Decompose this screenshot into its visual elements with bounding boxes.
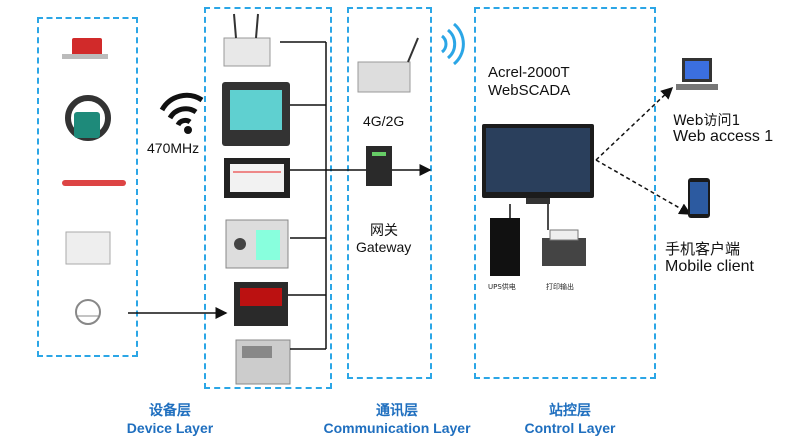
system-name-label: Acrel-2000T — [488, 64, 570, 81]
wireless-signal-icon — [440, 22, 465, 66]
communication-layer-title-en: Communication Layer — [323, 420, 471, 436]
probe-sensor-icon — [75, 299, 101, 325]
control-layer-title-en: Control Layer — [524, 420, 616, 436]
cabinet-meter-icon — [235, 339, 291, 385]
scada-monitor-icon — [482, 124, 594, 204]
printer-icon — [542, 229, 586, 266]
digital-meter-icon — [234, 282, 288, 326]
system-sub-label: WebSCADA — [488, 82, 571, 99]
mobile-client-label-en: Mobile client — [665, 258, 754, 275]
mobile-client-label-cn: 手机客户端 — [665, 240, 741, 258]
device-meters-box — [204, 7, 332, 389]
control-layer-title-cn: 站控层 — [549, 403, 591, 419]
control-layer-box — [474, 7, 656, 379]
ups-label: UPS供电 — [488, 283, 516, 291]
communication-layer-title-cn: 通讯层 — [376, 403, 418, 419]
gateway-network-label: 4G/2G — [363, 113, 405, 129]
box-sensor-icon — [65, 231, 111, 265]
wifi-icon — [159, 92, 204, 127]
gateway-label-cn: 网关 — [370, 223, 398, 239]
device-layer-title-cn: 设备层 — [149, 403, 191, 419]
wireless-frequency-label: 470MHz — [147, 140, 200, 156]
communication-layer-box — [347, 7, 432, 379]
router-4g-icon — [357, 37, 419, 93]
clamp-sensor-icon — [65, 95, 111, 141]
wireless-receiver-icon — [223, 13, 271, 67]
touch-panel-icon — [224, 158, 290, 198]
ups-icon — [490, 218, 520, 276]
device-layer-title-en: Device Layer — [126, 420, 214, 436]
web-client-label-en: Web access 1 — [673, 128, 774, 145]
gateway-device-icon — [366, 146, 392, 186]
pc-client-icon — [676, 58, 718, 90]
device-sensors-box — [37, 17, 138, 357]
monitor-meter-icon — [222, 82, 290, 146]
magnetic-sensor-icon — [62, 38, 108, 59]
mobile-phone-icon — [688, 178, 710, 218]
printer-label: 打印输出 — [546, 283, 574, 291]
gateway-label-en: Gateway — [356, 239, 412, 255]
web-client-label-cn: Web访问1 — [673, 113, 741, 129]
protection-device-icon — [225, 219, 289, 269]
strip-sensor-icon — [62, 180, 126, 186]
